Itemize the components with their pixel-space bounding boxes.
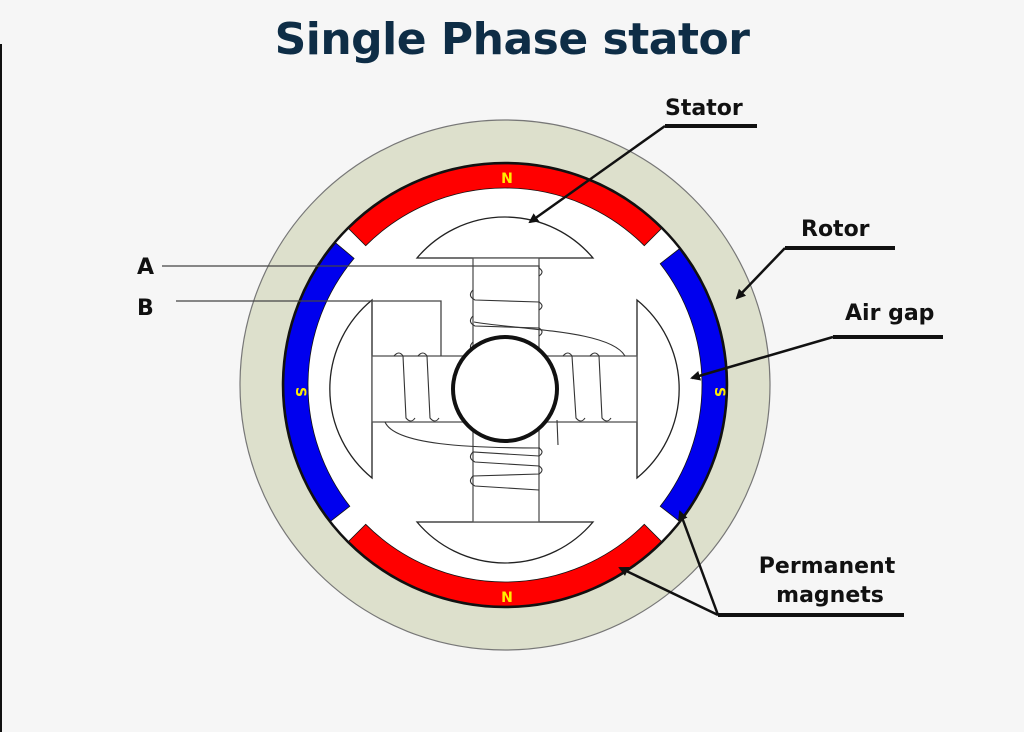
magnets-arrow-north [618,566,719,617]
pole-label-bottom: N [501,590,513,606]
stator-pole-top [415,216,595,259]
windings [162,265,626,491]
stator-pole-right [636,298,680,480]
air-gap-arrow [690,335,834,381]
stator-pole-left [329,298,373,480]
magnet-south-left [283,242,355,522]
magnets-label-line1: Permanent [759,554,896,579]
rotor-arrow [735,247,786,300]
coil-bottom [469,447,543,491]
coil-left [393,352,440,422]
coil-top [469,267,543,337]
pole-label-left: S [292,387,308,397]
magnets-arrow-south [678,510,720,616]
stator-poles [329,216,680,564]
pole-label-right: S [711,387,727,397]
stator-arrow [528,124,666,224]
air-gap-label: Air gap [845,301,934,326]
left-edge-line [0,44,2,732]
coil-right [562,352,612,422]
magnets-label-line2: magnets [776,583,884,608]
terminal-a-label: A [137,255,154,280]
terminal-b-wire [176,300,442,356]
terminal-a-wire [162,265,540,268]
callouts: Stator Rotor Air gap Permanent magnets A… [137,96,943,617]
rotor-shaft [451,335,559,443]
terminal-b-label: B [137,296,154,321]
pole-label-top: N [501,171,513,187]
magnet-north-bottom [348,523,662,607]
stator-pole-bottom [415,521,595,564]
page-title: Single Phase stator [274,14,750,65]
stator-label: Stator [665,96,743,121]
magnet-south-right [659,248,727,522]
rotor-label: Rotor [801,217,870,242]
